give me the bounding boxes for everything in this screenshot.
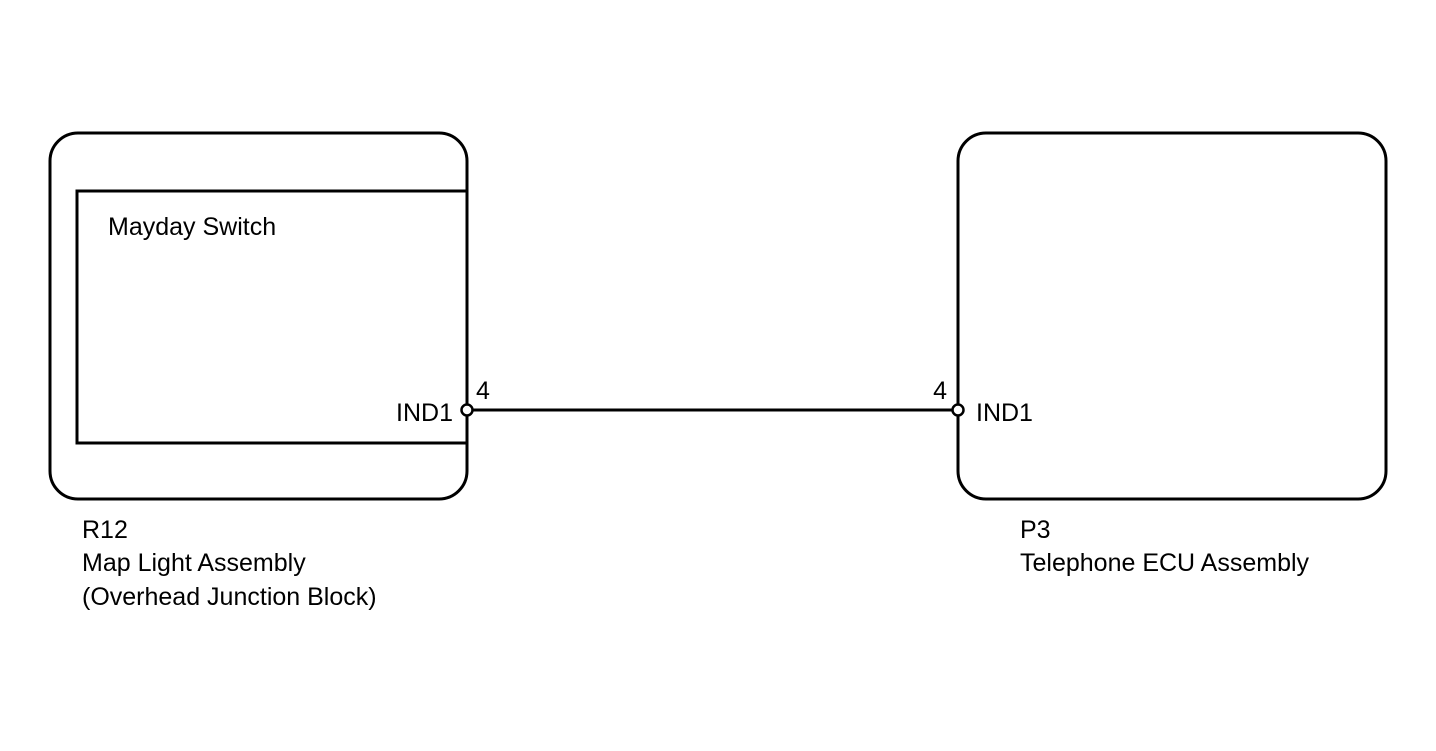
right-pin-label: IND1 (976, 399, 1033, 427)
right-component-name: Telephone ECU Assembly (1020, 549, 1310, 577)
left-component-code: R12 (82, 516, 128, 544)
left-component-caption: R12 Map Light Assembly (Overhead Junctio… (82, 516, 377, 611)
telephone-ecu-outline (956, 131, 1388, 501)
left-component-name: Map Light Assembly (82, 549, 306, 577)
left-pin-number: 4 (476, 377, 490, 405)
mayday-switch-label: Mayday Switch (108, 213, 276, 241)
right-pin-number: 4 (933, 377, 947, 405)
left-pin-label: IND1 (396, 399, 453, 427)
component-telephone-ecu-assembly: IND1 4 (933, 131, 1388, 501)
mayday-switch-outline (75, 189, 467, 445)
left-connector-pin (460, 403, 474, 417)
component-map-light-assembly: Mayday Switch IND1 4 (48, 131, 490, 501)
left-component-subname: (Overhead Junction Block) (82, 583, 377, 611)
right-component-code: P3 (1020, 516, 1051, 544)
map-light-assembly-outline (48, 131, 469, 501)
right-component-caption: P3 Telephone ECU Assembly (1020, 516, 1310, 577)
right-connector-pin (951, 403, 965, 417)
